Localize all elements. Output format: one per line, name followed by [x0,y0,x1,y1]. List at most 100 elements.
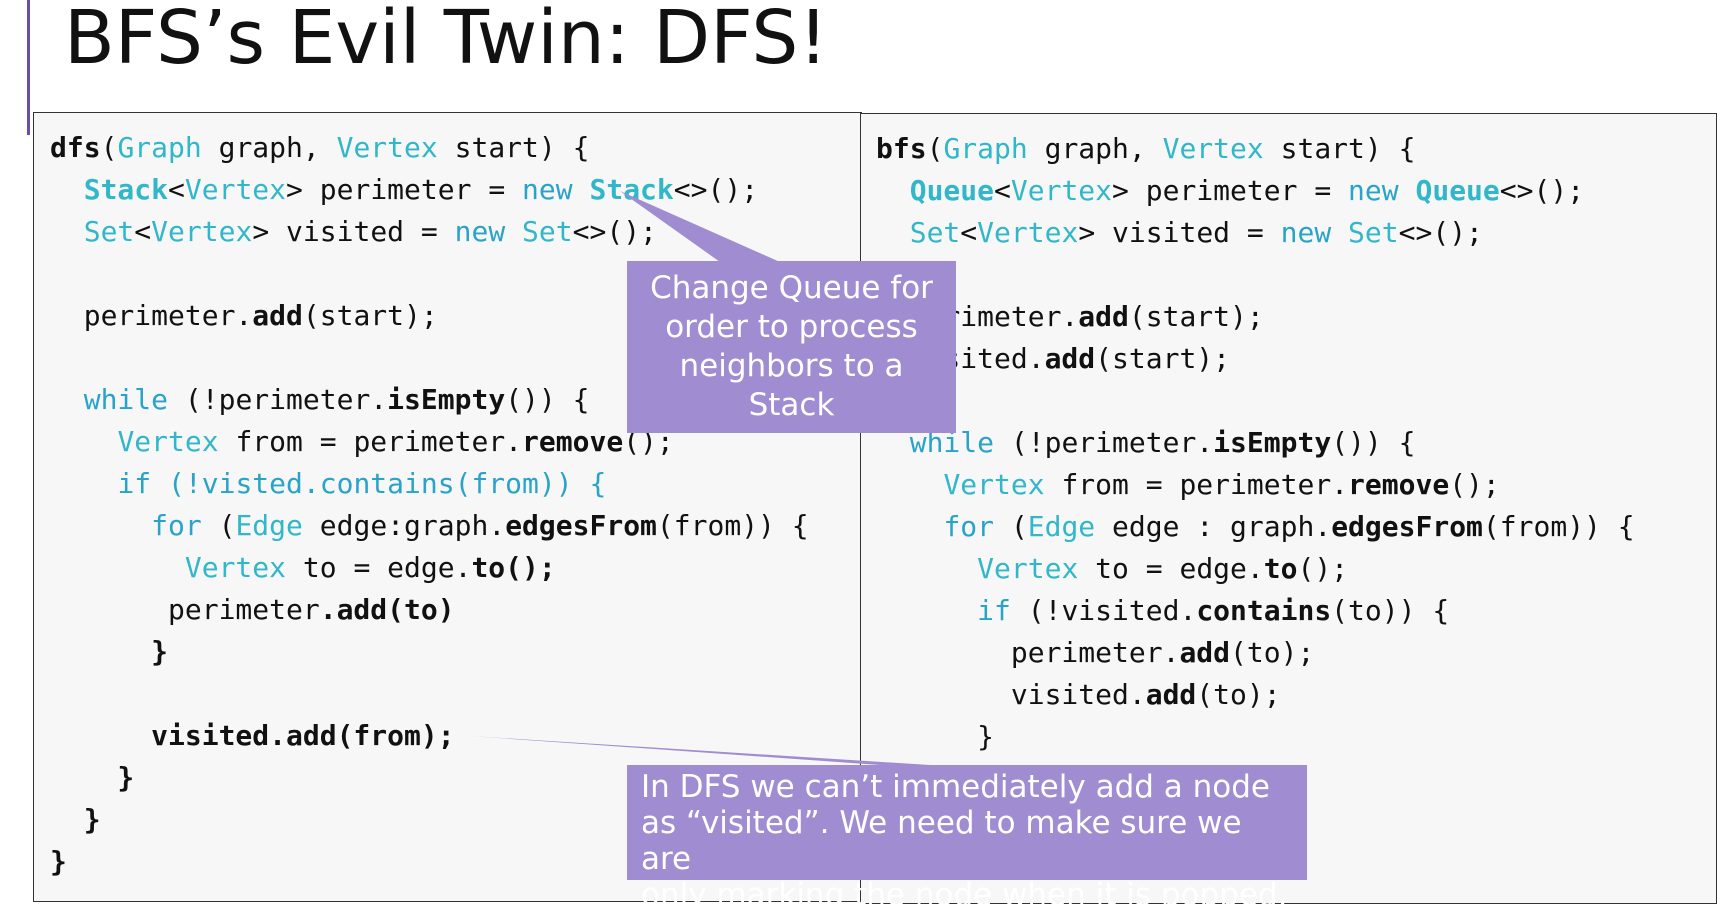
code-token: bfs [876,132,927,165]
code-token: ( [994,510,1028,543]
callout-line: Stack [748,387,835,423]
code-token: new [454,215,506,248]
code-token: > perimeter = [1112,174,1349,207]
code-token: Vertex [943,468,1045,501]
code-token: <>(); [673,173,759,206]
code-token: <>(); [1499,174,1585,207]
code-token: Vertex [151,215,253,248]
code-line: while (!perimeter.isEmpty()) { [876,422,1635,464]
code-token: ()) { [1331,426,1416,459]
code-token: } [50,761,135,794]
code-token: Vertex [184,173,287,206]
code-token: Vertex [1162,132,1264,165]
code-token: contains [1196,594,1332,627]
code-token [50,467,117,500]
code-token: visited.add(from); [50,719,455,752]
code-token: (!perimeter. [168,383,388,416]
code-token: while [83,383,169,416]
callout-line: Change Queue for [650,270,933,306]
code-token: (!visited. [1010,594,1197,627]
code-token: remove [1348,468,1450,501]
code-token: start) { [437,131,590,164]
callout-line: neighbors to a [679,348,904,384]
code-token: add [1078,300,1129,333]
code-token: ( [100,131,118,164]
code-token: Queue [1415,174,1500,207]
code-token: Stack [589,173,674,206]
code-line: Vertex from = perimeter.remove(); [876,464,1635,506]
code-line: Queue<Vertex> perimeter = new Queue<>(); [876,170,1635,212]
code-token: Vertex [336,131,438,164]
code-line: perimeter.add(start); [50,295,809,337]
code-token: isEmpty [1213,426,1332,459]
callout-line: only marking the node when it is popped. [641,877,1288,913]
code-line: if (!visited.contains(to)) { [876,590,1635,632]
code-token: .add(to) [319,593,455,626]
code-token: Vertex [117,425,219,458]
code-token: add [1044,342,1096,375]
code-token: to(); [471,551,556,584]
slide-accent-bar [27,0,30,135]
code-token: Edge [235,509,303,542]
code-line [876,380,1635,422]
code-line [50,673,809,715]
code-token: to = edge. [1078,552,1264,585]
code-line: } [50,757,809,799]
code-token [50,215,84,248]
code-token: (from)) { [1482,510,1635,543]
code-token: > visited = [252,215,455,248]
code-line: Stack<Vertex> perimeter = new Stack<>(); [50,169,809,211]
code-token: from = perimeter. [218,425,523,458]
code-token: Vertex [977,216,1079,249]
dfs-code-block: dfs(Graph graph, Vertex start) { Stack<V… [50,127,809,883]
code-token: Set [83,215,135,248]
code-token [50,257,67,290]
code-token: if (!visted.contains(from)) { [117,467,607,500]
callout-line: as “visited”. We need to make sure we ar… [641,805,1242,877]
code-token: new [1280,216,1332,249]
code-token: Queue [909,174,995,207]
code-token: for [943,510,995,543]
code-token: Graph [117,131,202,164]
code-token: (start); [1095,342,1231,375]
code-token [50,509,151,542]
code-token: edge:graph. [302,509,506,542]
code-token: if [977,594,1011,627]
code-token: (to); [1230,636,1315,669]
code-token: (to)) { [1331,594,1450,627]
code-line: } [50,841,809,883]
stack-change-callout: Change Queue for order to process neighb… [627,261,956,433]
code-line: perimeter.add(to); [876,632,1635,674]
code-token [1399,174,1416,207]
code-line: visited.add(from); [50,715,809,757]
code-line: for (Edge edge : graph.edgesFrom(from)) … [876,506,1635,548]
code-token [1331,216,1348,249]
code-token: } [50,635,169,668]
code-token: < [134,215,152,248]
code-token: isEmpty [387,383,506,416]
code-token: < [994,174,1011,207]
code-token: edgesFrom [1331,510,1483,543]
code-token: to = edge. [286,551,472,584]
code-token [50,341,67,374]
code-line [876,254,1635,296]
code-line: } [50,799,809,841]
code-line: bfs(Graph graph, Vertex start) { [876,128,1635,170]
code-token: ( [926,132,944,165]
code-token: graph, [201,131,337,164]
code-token: Vertex [977,552,1079,585]
code-line: perimeter.add(start); [876,296,1635,338]
code-token: Set [909,216,961,249]
code-token [50,677,67,710]
code-token: Edge [1027,510,1096,543]
code-token: ()) { [505,383,590,416]
code-token: } [50,845,67,878]
code-token: perimeter. [50,299,253,332]
code-line: while (!perimeter.isEmpty()) { [50,379,809,421]
code-token [50,551,185,584]
bfs-code-block: bfs(Graph graph, Vertex start) { Queue<V… [876,128,1635,884]
code-token: perimeter [50,593,320,626]
code-token: Vertex [1010,174,1113,207]
code-line: } [876,716,1635,758]
code-token: Set [1348,216,1399,249]
